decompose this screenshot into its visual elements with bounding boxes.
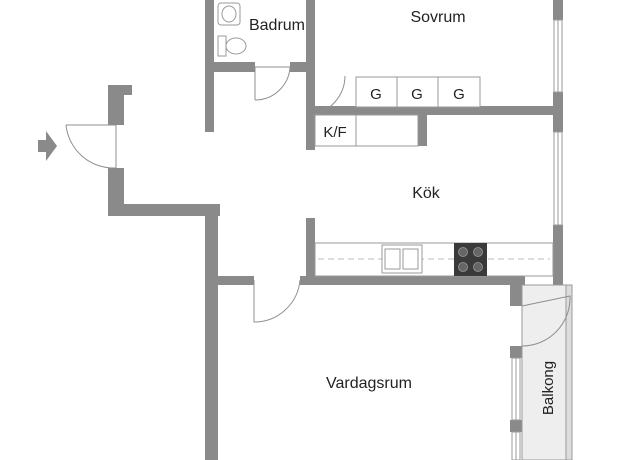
hob-burner-1 [458,247,468,257]
cabinet-label-3: G [453,86,465,103]
wall-living-right-mid [510,346,522,358]
hob-burner-2 [473,247,483,257]
wall-hall-left-upper [108,85,124,125]
sink-basin-icon [221,5,237,23]
wall-living-right-low [510,420,522,432]
wall-bathroom-right [306,0,315,72]
balcony-door-swing [521,295,571,347]
walls [108,0,563,460]
hob-burner-4 [473,262,483,272]
wall-bedroom-kitchen [315,106,560,115]
room-label-living-room: Vardagsrum [326,375,412,392]
wall-bathroom-left [205,0,214,72]
wall-exterior-right-mid [553,92,563,132]
fridge-freezer-label: K/F [323,124,346,141]
balcony-floor [521,284,573,460]
cabinet-3 [437,76,481,108]
counter-upper [355,114,419,147]
wall-exterior-right-top [553,0,563,20]
toilet-icon [217,35,227,57]
wall-central-lower [306,218,315,280]
entrance-door-swing [65,124,117,169]
wall-kitchen-living-left [218,276,254,285]
doors [65,66,346,323]
wall-kitchen-living [300,276,525,285]
entrance-arrow-icon [38,131,57,161]
wall-hall-bottom [108,204,220,216]
room-label-balcony: Balkong [540,361,557,415]
hob-burner-3 [458,262,468,272]
wall-hall-left-lower [108,168,124,214]
bathroom-fixtures [217,2,247,57]
cabinet-label-1: G [370,86,382,103]
bathroom-door-swing [254,66,291,101]
hall-kitchen-door-swing [310,75,346,116]
wall-bathroom-bottom-right [290,62,315,72]
cabinet-2 [396,76,439,108]
windows [511,19,563,460]
living-door-swing [253,279,301,323]
room-label-kitchen: Kök [412,185,441,202]
wall-central-upper [306,72,315,150]
room-label-bathroom: Badrum [249,17,305,34]
wall-living-right-upper [510,276,522,306]
cabinet-1 [355,76,398,108]
balcony-rail [565,284,573,460]
room-label-bedroom: Sovrum [410,9,465,26]
wall-kitchen-stub [418,106,427,146]
cabinet-label-2: G [411,86,423,103]
hob-icon [454,243,487,276]
wall-hall-inner-stub [205,72,214,132]
balcony [521,284,573,460]
toilet-bowl-icon [225,37,247,55]
wall-living-left [205,204,218,460]
kitchen-fixtures [314,76,554,277]
fridge-freezer [314,114,357,147]
labels: Badrum Sovrum Kök Vardagsrum Balkong K/F… [249,9,557,415]
wall-bathroom-bottom [205,62,255,72]
wall-exterior-right-low [553,225,563,285]
kitchen-sink-bowl-right [402,248,419,270]
kitchen-sink-bowl-left [384,248,401,270]
